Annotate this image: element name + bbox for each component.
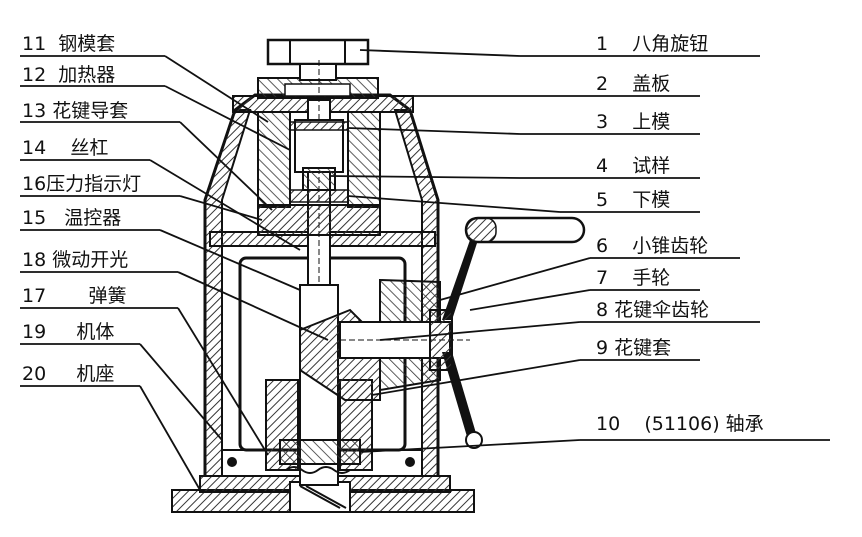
label-cover-plate: 2 盖板 (596, 73, 671, 95)
label-upper-die: 3 上模 (596, 111, 671, 133)
label-heater: 12 加热器 (22, 64, 116, 86)
label-spline-sleeve: 9 花键套 (596, 337, 672, 359)
label-steel-mould-sleeve: 11 钢模套 (22, 33, 116, 55)
label-lead-screw: 14 丝杠 (22, 137, 109, 159)
label-temperature-controller: 15 温控器 (22, 207, 122, 229)
label-specimen: 4 试样 (596, 155, 671, 177)
label-small-bevel-gear: 6 小锥齿轮 (596, 235, 709, 257)
cover-plate (232, 77, 414, 113)
octagonal-knob (266, 38, 370, 81)
label-micro-switch: 18 微动开光 (22, 249, 129, 271)
label-spring: 17 弹簧 (22, 285, 127, 307)
label-spline-guide-sleeve: 13 花键导套 (22, 100, 129, 122)
label-hand-wheel: 7 手轮 (596, 267, 671, 289)
label-octagonal-knob: 1 八角旋钮 (596, 33, 709, 55)
label-spline-bevel-gear: 8 花键伞齿轮 (596, 299, 710, 321)
label-machine-base: 20 机座 (22, 363, 115, 385)
label-lower-die: 5 下模 (596, 189, 671, 211)
label-machine-body: 19 机体 (22, 321, 115, 343)
hand-wheel (429, 216, 586, 449)
gear-assembly (265, 278, 470, 486)
leader-lines-left (20, 55, 329, 491)
leader-lines-right (329, 49, 830, 453)
label-pressure-indicator: 16压力指示灯 (22, 173, 142, 195)
label-bearing: 10 (51106) 轴承 (596, 413, 764, 435)
